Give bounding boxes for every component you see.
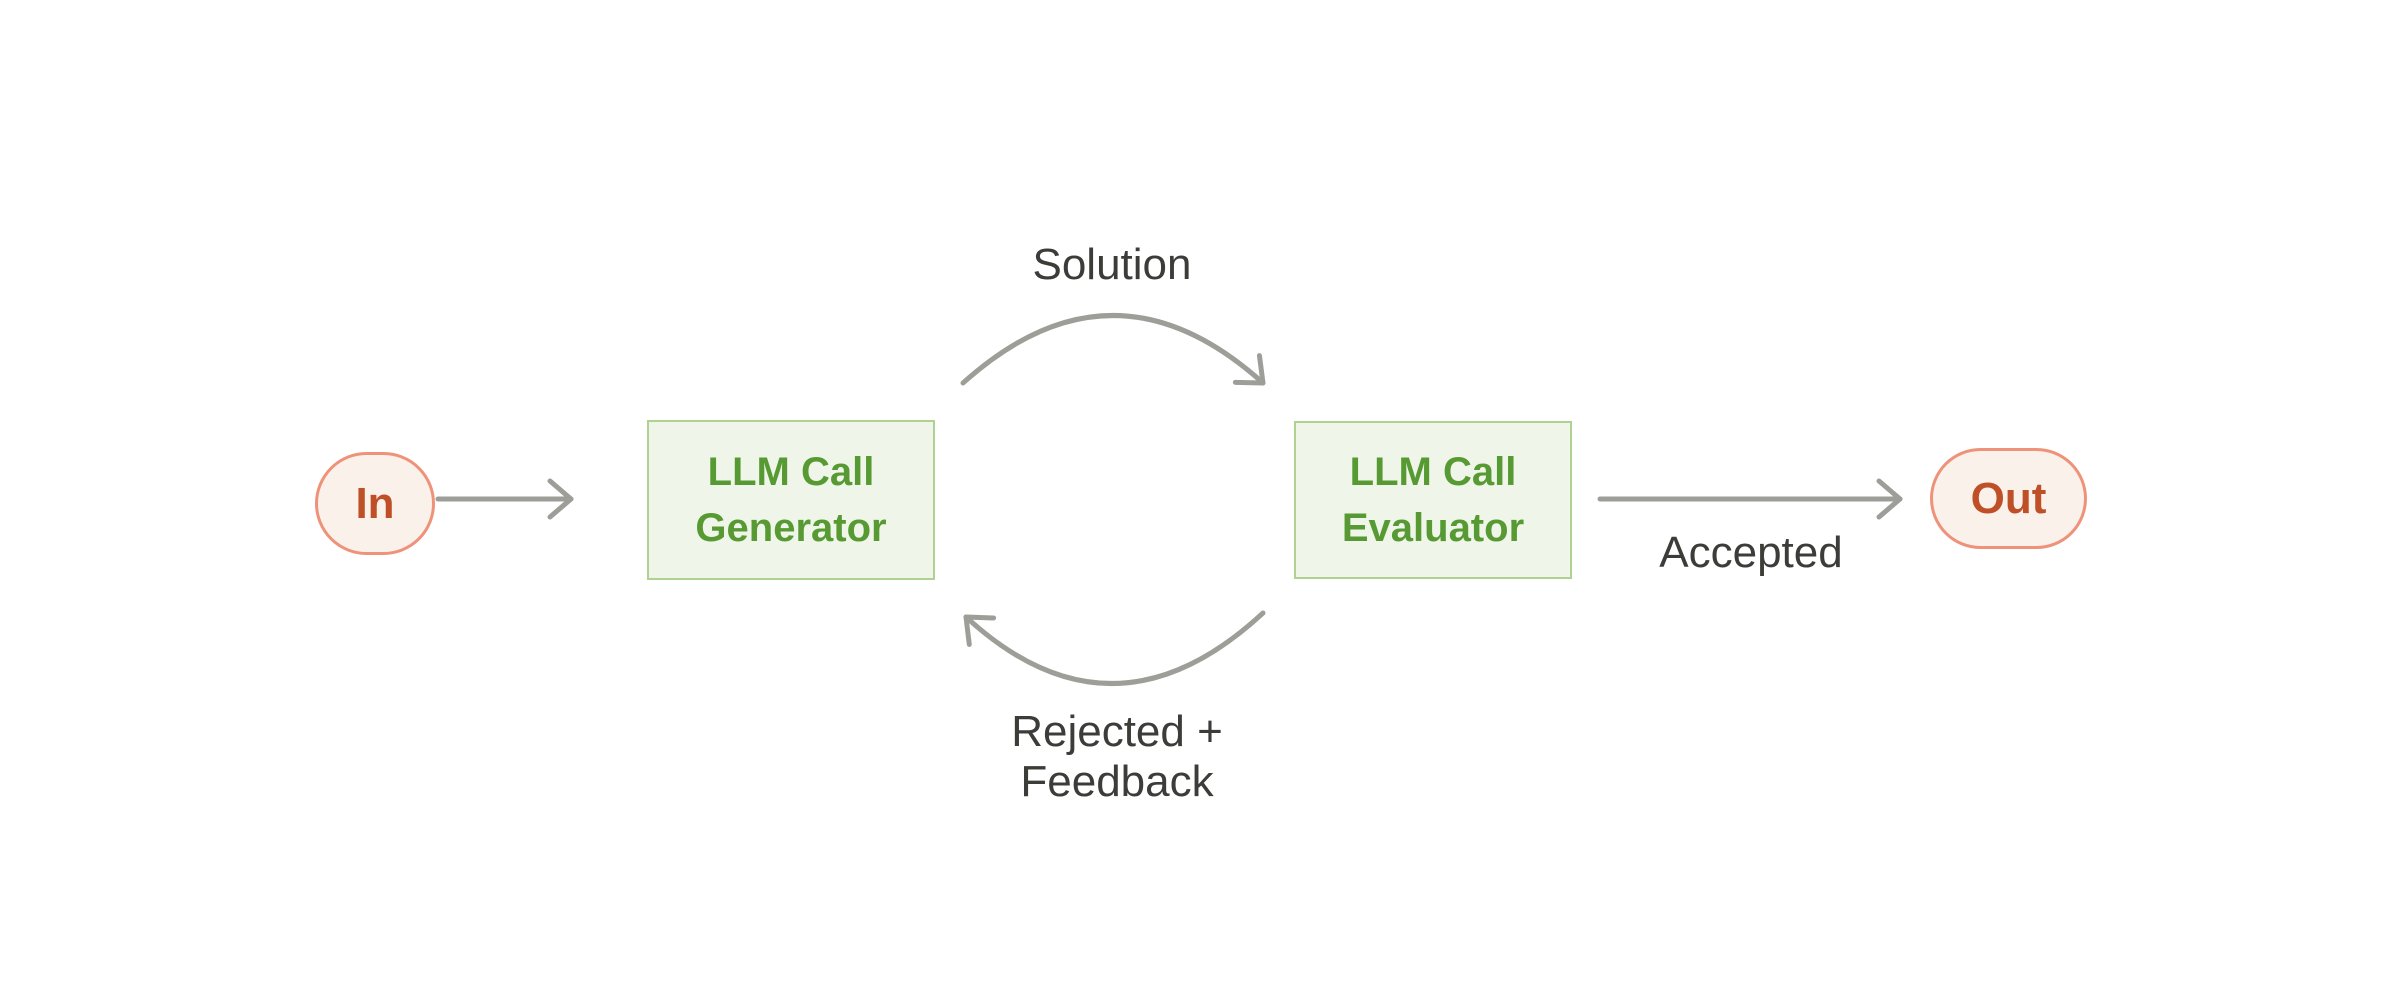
solution-label-text: Solution	[1032, 240, 1192, 289]
edge-label-solution: Solution	[962, 240, 1262, 290]
edge-label-rejected-feedback: Rejected + Feedback	[967, 707, 1267, 807]
accepted-label-text: Accepted	[1659, 528, 1843, 577]
rejected-label-line1: Rejected +	[1011, 707, 1223, 756]
edge-solution-arc-arrow	[960, 313, 1266, 386]
evaluator-label-line1: LLM Call	[1349, 450, 1517, 494]
generator-label-line2: Generator	[695, 506, 887, 550]
generator-label-line1: LLM Call	[707, 450, 875, 494]
edge-rejected-arc-arrow	[963, 610, 1266, 686]
node-llm-call-generator: LLM Call Generator	[647, 420, 935, 580]
node-in: In	[315, 452, 435, 555]
evaluator-label-line2: Evaluator	[1341, 506, 1525, 550]
rejected-label-line2: Feedback	[1020, 757, 1214, 806]
edge-label-accepted: Accepted	[1601, 528, 1901, 578]
node-out-label: Out	[1970, 473, 2047, 523]
node-in-label: In	[355, 478, 395, 528]
node-out: Out	[1930, 448, 2087, 549]
node-llm-call-evaluator: LLM Call Evaluator	[1294, 421, 1572, 579]
